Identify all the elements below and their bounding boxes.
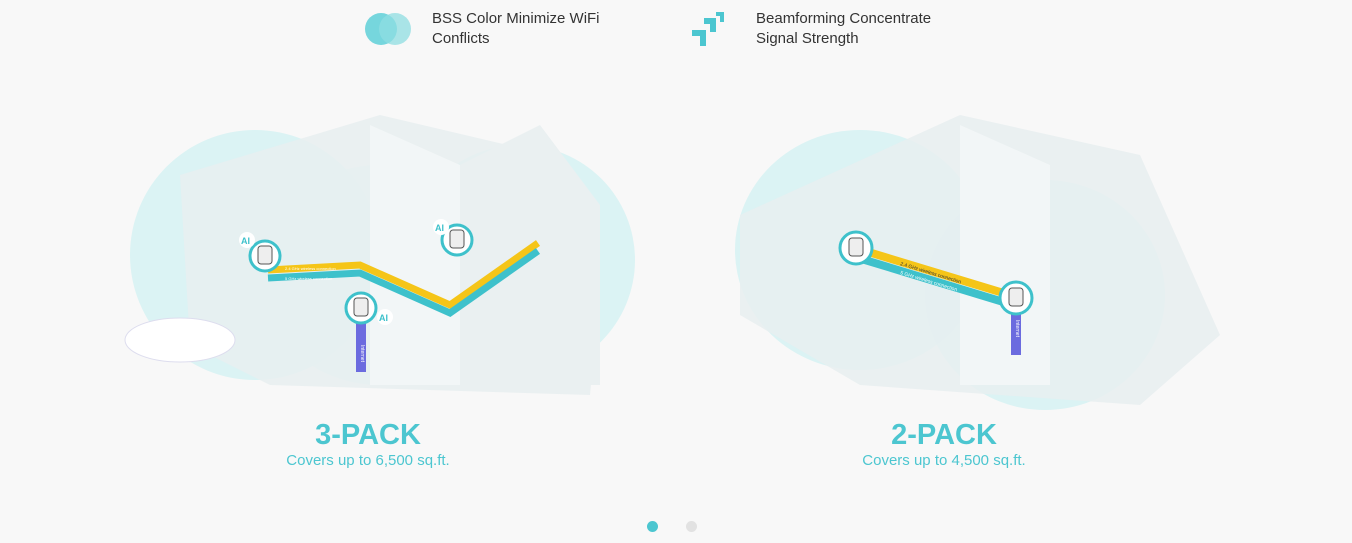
three-pack-house-illustration: Internet 2.4 GHz wireless connection 5 G…	[124, 115, 635, 395]
ai-badge: AI	[435, 223, 444, 233]
router-node	[440, 223, 474, 257]
internet-label: Internet	[1014, 320, 1020, 338]
bss-color-icon	[365, 13, 411, 45]
beamforming-icon	[692, 12, 724, 46]
router-node	[998, 280, 1034, 316]
feature-text: Beamforming Concentrate Signal Strength	[756, 10, 932, 47]
band5-label: 5 GHz wireless connection	[285, 276, 332, 281]
pack-coverage: Covers up to 4,500 sq.ft.	[862, 452, 1026, 469]
pack-title: 2-PACK	[891, 419, 997, 451]
router-node	[838, 230, 874, 266]
ai-badge: AI	[379, 313, 388, 323]
router-node	[248, 239, 282, 273]
feature-text: BSS Color Minimize WiFi Conflicts	[432, 10, 600, 47]
two-pack-label: 2-PACK Covers up to 4,500 sq.ft.	[794, 418, 1094, 469]
two-pack-house-illustration: Internet 2.4 GHz wireless connection 5 G…	[735, 115, 1220, 410]
pack-title: 3-PACK	[315, 419, 421, 451]
carousel-dot-1[interactable]	[647, 521, 658, 532]
three-pack-label: 3-PACK Covers up to 6,500 sq.ft.	[218, 418, 518, 469]
feature-bss-color: BSS Color Minimize WiFi Conflicts	[364, 9, 622, 49]
ai-badge: AI	[241, 236, 250, 246]
feature-beamforming: Beamforming Concentrate Signal Strength	[692, 9, 946, 49]
carousel-dot-2[interactable]	[686, 521, 697, 532]
band24-label: 2.4 GHz wireless connection	[285, 266, 336, 271]
router-node	[344, 291, 378, 325]
pack-coverage: Covers up to 6,500 sq.ft.	[286, 452, 450, 469]
internet-label: Internet	[359, 345, 365, 363]
